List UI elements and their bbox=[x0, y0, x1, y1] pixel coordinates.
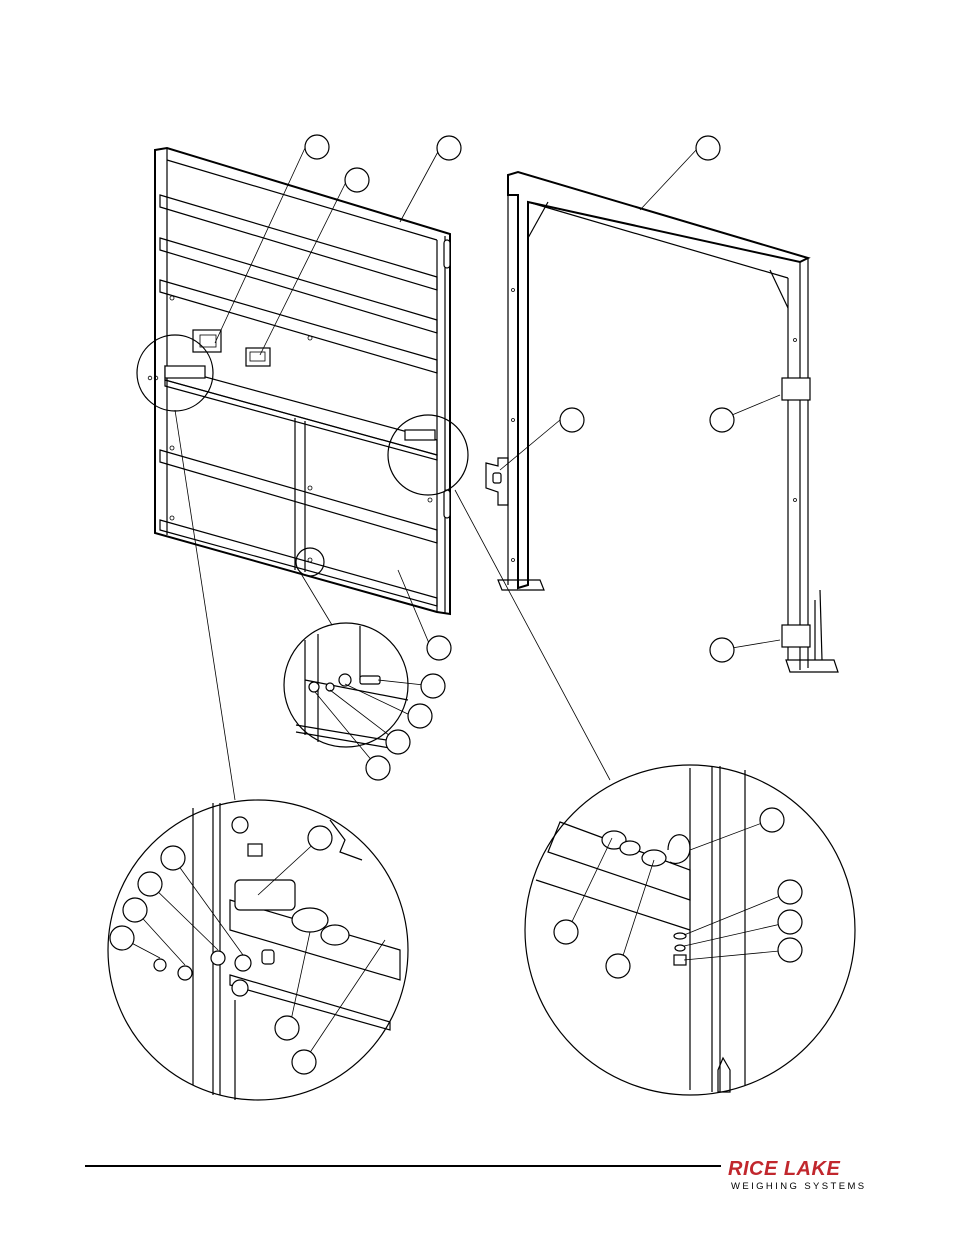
footer-rule bbox=[85, 1165, 721, 1167]
callout-balloon bbox=[778, 910, 802, 934]
callout-balloon bbox=[778, 880, 802, 904]
callout-balloons bbox=[110, 135, 802, 1074]
callout-balloon bbox=[606, 954, 630, 978]
callout-balloon bbox=[437, 136, 461, 160]
detail-latch-enlarged bbox=[108, 800, 408, 1100]
detail-circle-hinge bbox=[388, 415, 468, 495]
callout-balloon bbox=[710, 638, 734, 662]
callout-balloon bbox=[110, 926, 134, 950]
callout-balloon bbox=[292, 1050, 316, 1074]
callout-balloon bbox=[123, 898, 147, 922]
callout-balloon bbox=[710, 408, 734, 432]
callout-balloon bbox=[345, 168, 369, 192]
logo-wordmark: RICE LAKE bbox=[728, 1158, 868, 1180]
callout-balloon bbox=[366, 756, 390, 780]
callout-balloon bbox=[408, 704, 432, 728]
callout-balloon bbox=[427, 636, 451, 660]
callout-balloon bbox=[386, 730, 410, 754]
callout-balloon bbox=[275, 1016, 299, 1040]
callout-balloon bbox=[554, 920, 578, 944]
callout-balloon bbox=[308, 826, 332, 850]
callout-balloon bbox=[778, 938, 802, 962]
callout-balloon bbox=[560, 408, 584, 432]
rice-lake-logo: RICE LAKE WEIGHING SYSTEMS bbox=[728, 1158, 868, 1194]
logo-tagline: WEIGHING SYSTEMS bbox=[731, 1181, 871, 1193]
gate-panel bbox=[148, 148, 450, 614]
callout-balloon bbox=[760, 808, 784, 832]
callout-balloon bbox=[696, 136, 720, 160]
callout-balloon bbox=[161, 846, 185, 870]
gate-frame bbox=[486, 172, 838, 672]
callout-balloon bbox=[305, 135, 329, 159]
callout-balloon bbox=[421, 674, 445, 698]
callout-balloon bbox=[138, 872, 162, 896]
